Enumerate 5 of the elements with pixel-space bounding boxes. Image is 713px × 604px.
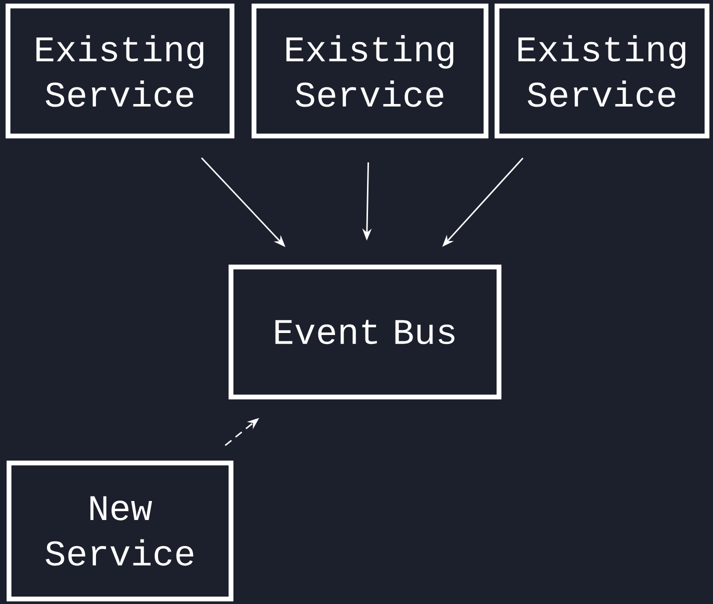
service-box: Existing Service xyxy=(6,4,234,138)
service-box: New Service xyxy=(6,460,234,602)
service-box: Existing Service xyxy=(494,4,710,138)
service-box: Existing Service xyxy=(252,4,488,138)
service-box: Event Bus xyxy=(228,264,502,400)
